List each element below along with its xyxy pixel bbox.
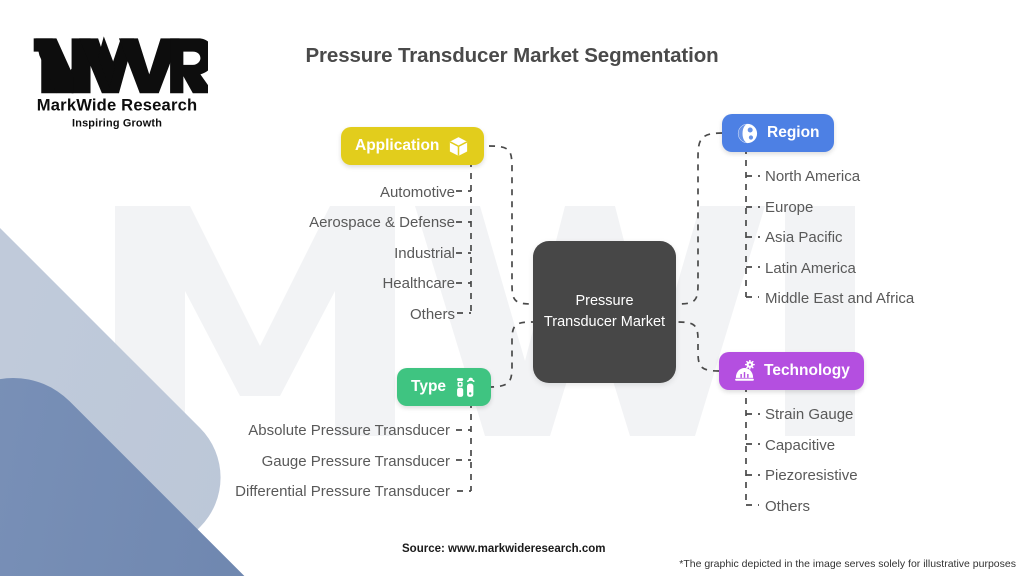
list-item[interactable]: Aerospace & Defense [309,214,455,232]
list-item[interactable]: Asia Pacific [765,229,843,246]
center-node-label: Pressure Transducer Market [543,292,666,330]
branch-badge-region[interactable]: Region [722,114,834,152]
logo-tagline: Inspiring Growth [72,117,162,129]
branch-items-region: North America Europe Asia Pacific Latin … [765,169,914,322]
cube-icon [447,135,470,158]
branch-items-technology: Strain Gauge Capacitive Piezoresistive O… [765,407,858,529]
list-item[interactable]: North America [765,168,861,185]
logo-mark-icon: MarkWide Research Inspiring Growth [33,36,214,129]
branch-badge-application[interactable]: Application [341,127,485,165]
connector-type [487,321,534,388]
branch-label-region: Region [767,124,820,141]
list-item[interactable]: Automotive [379,184,455,201]
globe-icon [736,122,759,145]
page-title: Pressure Transducer Market Segmentation [305,44,719,67]
list-item[interactable]: Industrial [394,244,455,262]
ticks-type [456,429,471,492]
list-item[interactable]: Europe [765,198,814,216]
center-node[interactable]: Pressure Transducer Market [533,241,676,383]
source-note: Source: www.markwideresearch.com [402,543,606,555]
branch-badge-technology[interactable]: Technology [719,352,864,390]
branch-label-type: Type [411,378,447,395]
list-item[interactable]: Middle East and Africa [765,290,915,307]
branch-items-application: Automotive Aerospace & Defense Industria… [180,185,455,337]
list-item[interactable]: Absolute Pressure Transducer [248,422,450,439]
branch-items-type: Absolute Pressure Transducer Gauge Press… [120,423,450,515]
ticks-technology [746,413,760,506]
connector-technology [675,321,720,372]
branch-label-technology: Technology [764,362,850,379]
list-item[interactable]: Strain Gauge [765,406,854,423]
ticks-region [746,175,760,298]
brand-logo: MarkWide Research Inspiring Growth [28,30,214,130]
branch-label-application: Application [355,137,440,154]
chart-gear-icon [733,359,756,383]
list-item[interactable]: Others [765,497,811,515]
sensor-device-icon [454,376,477,399]
logo-company-name: MarkWide Research [37,95,197,114]
list-item[interactable]: Piezoresistive [765,467,858,484]
connector-application [488,145,534,305]
list-item[interactable]: Capacitive [765,436,836,454]
list-item[interactable]: Differential Pressure Transducer [235,483,450,500]
connector-region [675,132,723,305]
ticks-application [456,190,471,314]
branch-badge-type[interactable]: Type [397,368,492,406]
list-item[interactable]: Healthcare [382,275,455,293]
disclaimer-note: *The graphic depicted in the image serve… [679,558,1016,570]
list-item[interactable]: Gauge Pressure Transducer [261,452,450,470]
list-item[interactable]: Others [409,305,455,323]
list-item[interactable]: Latin America [765,259,856,277]
